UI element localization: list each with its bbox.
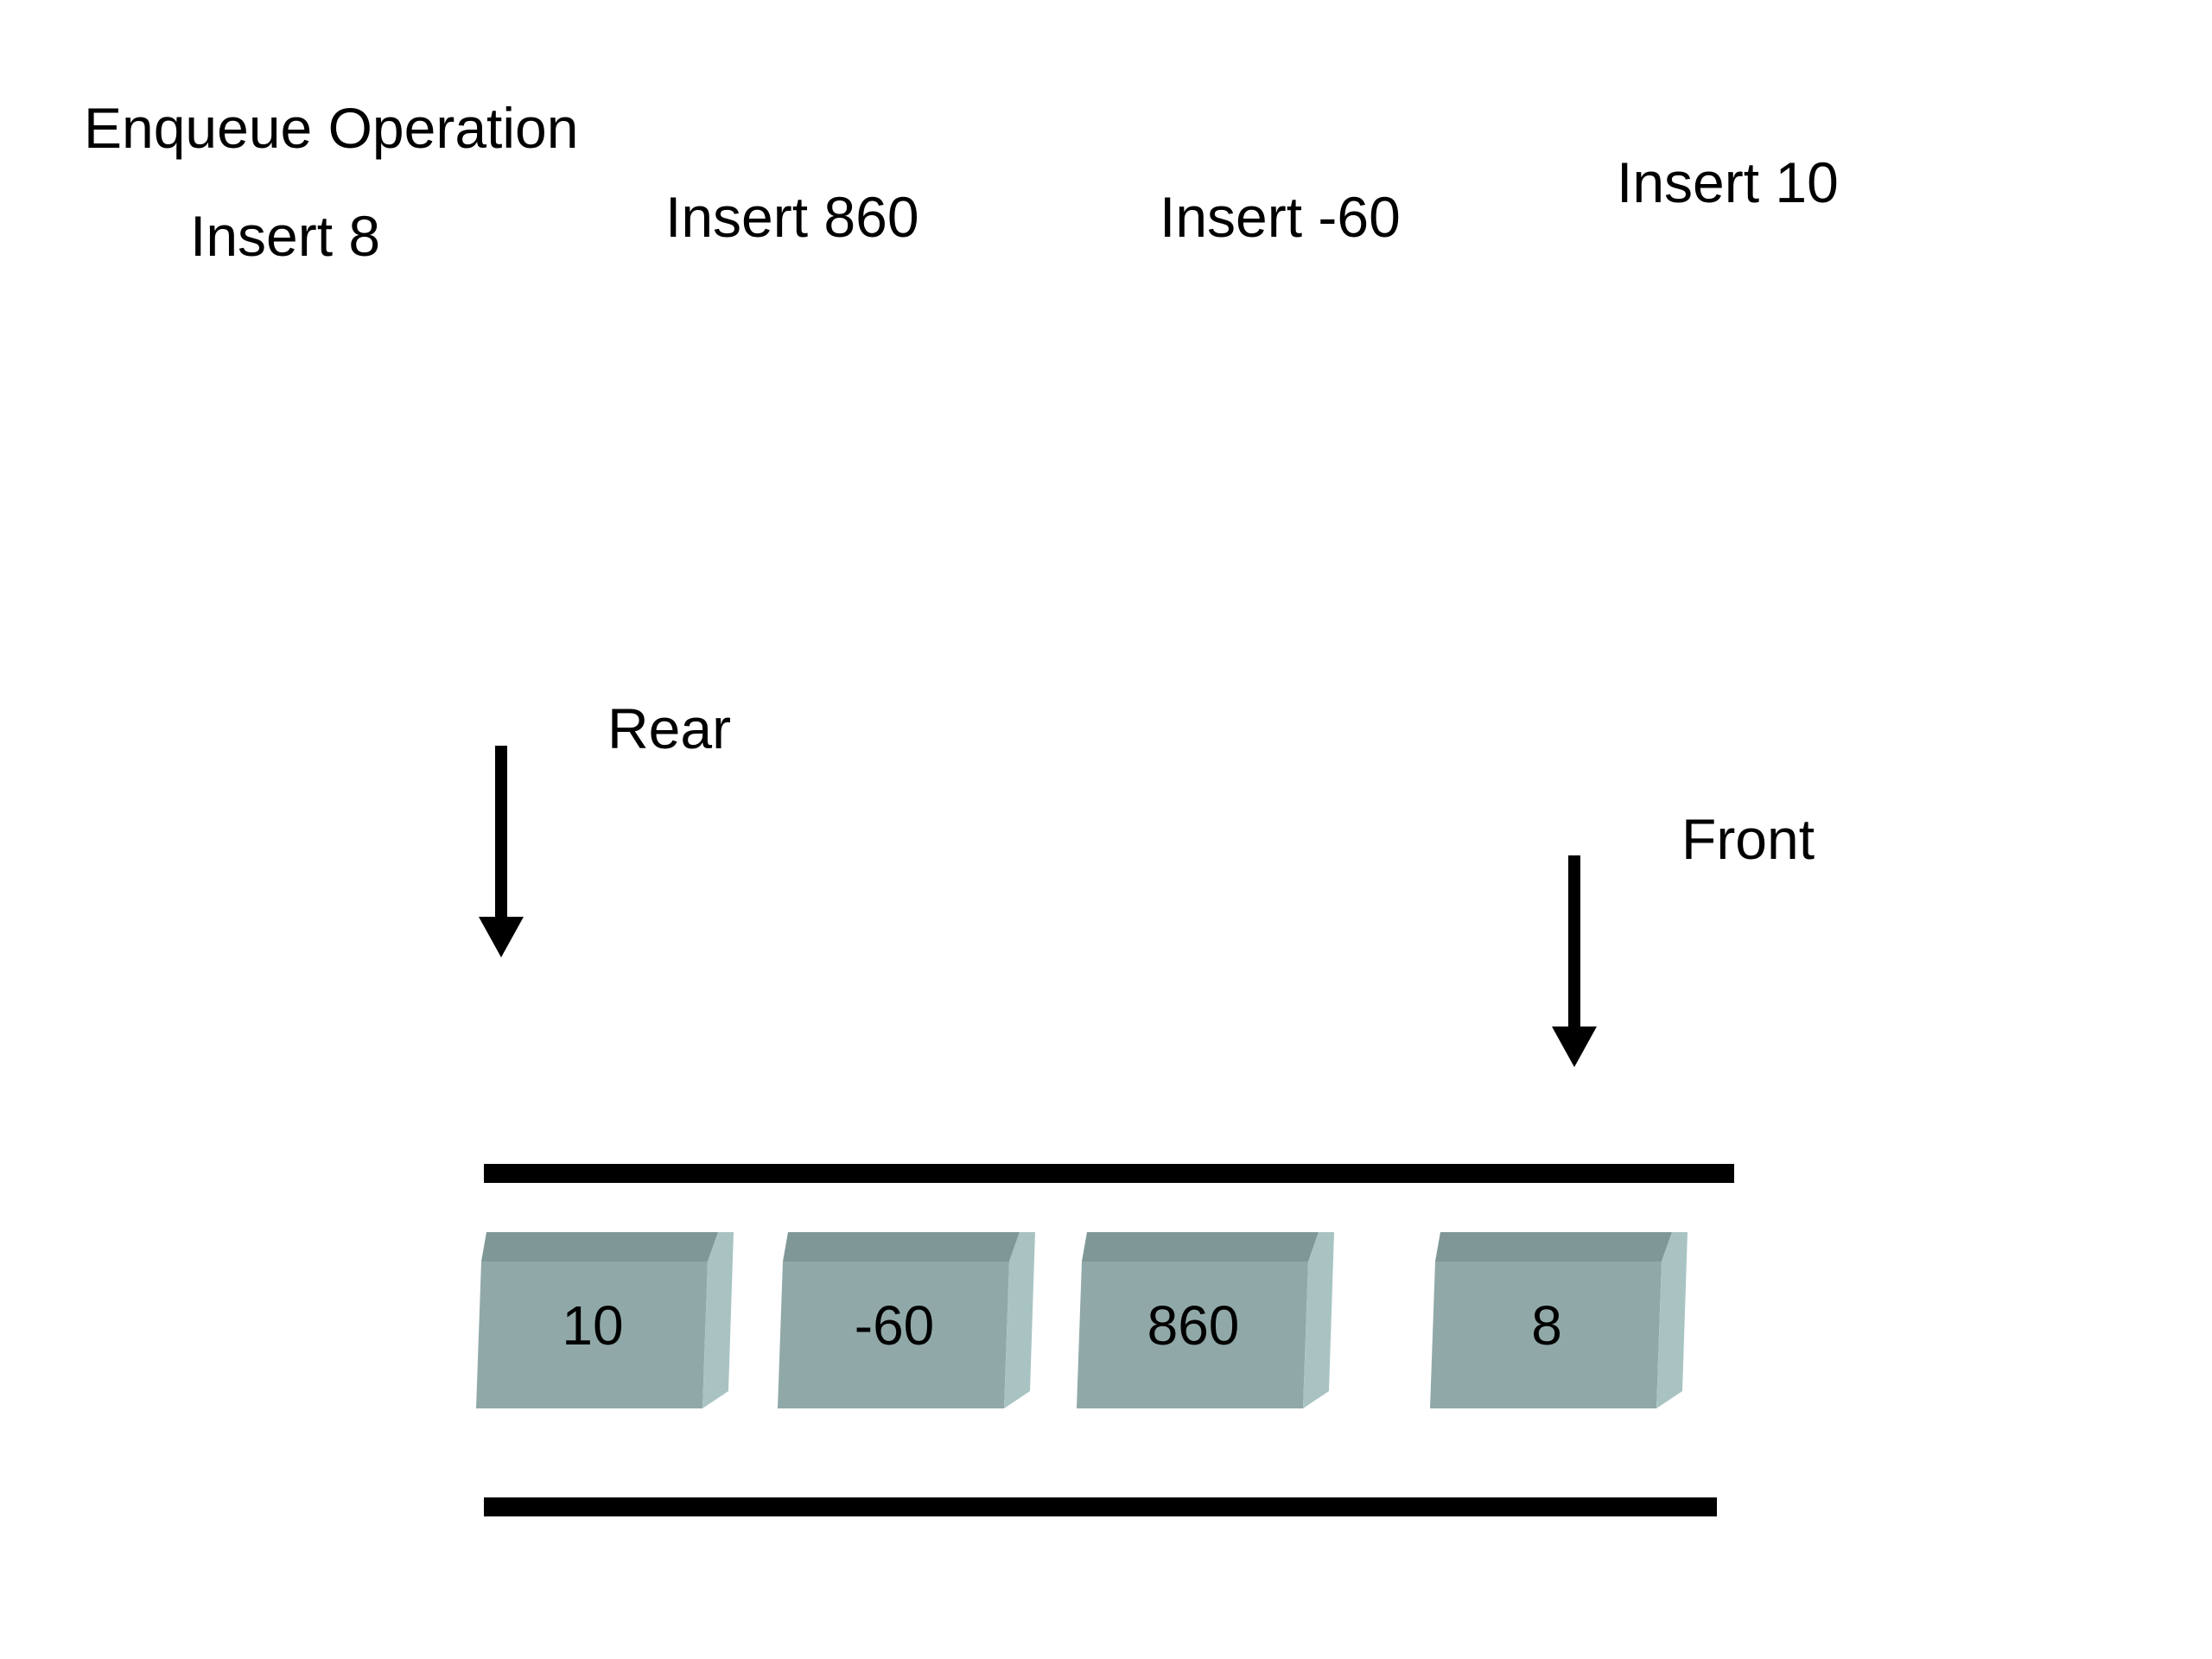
front-label: Front	[1681, 807, 1815, 871]
operation-insert-10: Insert 10	[1617, 150, 1839, 214]
rear-arrow-icon	[479, 746, 524, 957]
queue-cell-value: 10	[562, 1294, 624, 1357]
operation-insert-860: Insert 860	[665, 185, 919, 249]
operation-insert-neg60: Insert -60	[1160, 185, 1401, 249]
diagram-title: Enqueue Operation	[84, 96, 579, 160]
queue-top-rail	[484, 1164, 1734, 1183]
block-shape	[1430, 1232, 1688, 1408]
block-shape	[1077, 1232, 1334, 1408]
queue-cell: -60	[778, 1225, 1041, 1408]
queue-cell: 10	[476, 1225, 740, 1408]
block-shape	[476, 1232, 734, 1408]
block-shape	[778, 1232, 1035, 1408]
operation-insert-8: Insert 8	[190, 204, 381, 268]
queue-cell-value: 8	[1531, 1294, 1562, 1357]
queue-cell: 860	[1077, 1225, 1340, 1408]
rear-label: Rear	[607, 696, 732, 760]
queue-bottom-rail	[484, 1497, 1717, 1516]
queue-cell-value: 860	[1147, 1294, 1240, 1357]
queue-cell: 8	[1430, 1225, 1694, 1408]
queue-cell-value: -60	[854, 1294, 935, 1357]
front-arrow-icon	[1552, 855, 1597, 1067]
